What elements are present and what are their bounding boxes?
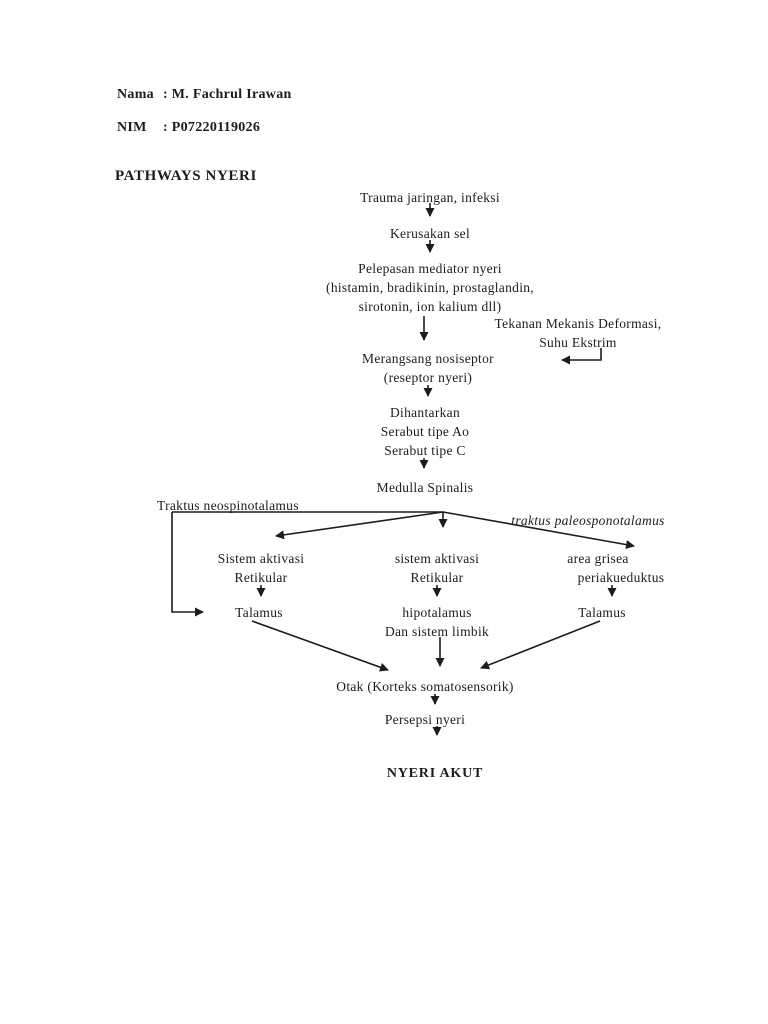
- col-left-line-1: Sistem aktivasi: [217, 551, 305, 566]
- hipotalamus-line-1: hipotalamus: [402, 605, 472, 620]
- name-value: M. Fachrul Irawan: [171, 87, 292, 102]
- dihantarkan-line-1: Dihantarkan: [389, 405, 461, 420]
- hipotalamus-line-2: Dan sistem limbik: [384, 624, 490, 639]
- tekanan-line-1: Tekanan Mekanis Deformasi,: [494, 316, 662, 331]
- arrow-branch-to-left-column: [275, 511, 444, 540]
- dihantarkan-line-3: Serabut tipe C: [384, 443, 466, 458]
- name-separator: :: [163, 87, 168, 102]
- student-nim-line: NIM: P07220119026: [117, 120, 260, 136]
- node-periakueduktus: periakueduktus: [577, 570, 665, 585]
- merangsang-line-1: Merangsang nosiseptor: [362, 351, 494, 366]
- node-merangsang-nosiseptor: Merangsang nosiseptor (reseptor nyeri): [362, 349, 494, 387]
- node-kerusakan-sel: Kerusakan sel: [390, 226, 470, 241]
- arrow-talamus-right-to-otak: [480, 620, 601, 670]
- node-sistem-aktivasi-mid: sistem aktivasi Retikular: [395, 549, 479, 587]
- node-talamus-left: Talamus: [235, 605, 283, 620]
- col-mid-line-2: Retikular: [410, 570, 464, 585]
- arrow-tekanan-to-merangsang: [561, 348, 602, 365]
- node-otak-korteks: Otak (Korteks somatosensorik): [336, 679, 514, 694]
- node-tekanan-mekanis: Tekanan Mekanis Deformasi, Suhu Ekstrim: [495, 314, 662, 352]
- col-left-line-2: Retikular: [234, 570, 288, 585]
- pelepasan-line-1: Pelepasan mediator nyeri: [358, 261, 502, 276]
- merangsang-line-2: (reseptor nyeri): [383, 370, 473, 385]
- page-title: PATHWAYS NYERI: [115, 168, 257, 184]
- nim-label: NIM: [117, 120, 147, 135]
- nim-value: P07220119026: [171, 120, 261, 135]
- node-persepsi-nyeri: Persepsi nyeri: [384, 712, 466, 727]
- label-traktus-neospinotalamus: Traktus neospinotalamus: [157, 498, 299, 513]
- node-medulla-spinalis: Medulla Spinalis: [376, 480, 474, 495]
- dihantarkan-line-2: Serabut tipe Ao: [380, 424, 470, 439]
- node-area-grisea: area grisea: [567, 551, 629, 566]
- pelepasan-line-3: sirotonin, ion kalium dll): [358, 299, 502, 314]
- arrow-talamus-left-to-otak: [251, 620, 389, 672]
- arrow-branch-to-right-column: [442, 511, 635, 550]
- node-sistem-aktivasi-left: Sistem aktivasi Retikular: [218, 549, 305, 587]
- node-trauma-jaringan: Trauma jaringan, infeksi: [360, 190, 500, 205]
- node-nyeri-akut: NYERI AKUT: [386, 766, 484, 781]
- tekanan-line-2: Suhu Ekstrim: [539, 335, 617, 350]
- label-traktus-paleosponotalamus: traktus paleosponotalamus: [511, 513, 665, 528]
- node-talamus-right: Talamus: [578, 605, 626, 620]
- student-name-line: Nama: M. Fachrul Irawan: [117, 87, 292, 103]
- pelepasan-line-2: (histamin, bradikinin, prostaglandin,: [326, 280, 534, 295]
- nim-separator: :: [163, 120, 168, 135]
- node-dihantarkan: Dihantarkan Serabut tipe Ao Serabut tipe…: [381, 403, 470, 460]
- node-pelepasan-mediator: Pelepasan mediator nyeri (histamin, brad…: [326, 259, 534, 316]
- arrow-neospinotalamus-to-talamus: [171, 512, 204, 617]
- col-mid-line-1: sistem aktivasi: [394, 551, 480, 566]
- node-hipotalamus: hipotalamus Dan sistem limbik: [385, 603, 489, 641]
- name-label: Nama: [117, 87, 154, 102]
